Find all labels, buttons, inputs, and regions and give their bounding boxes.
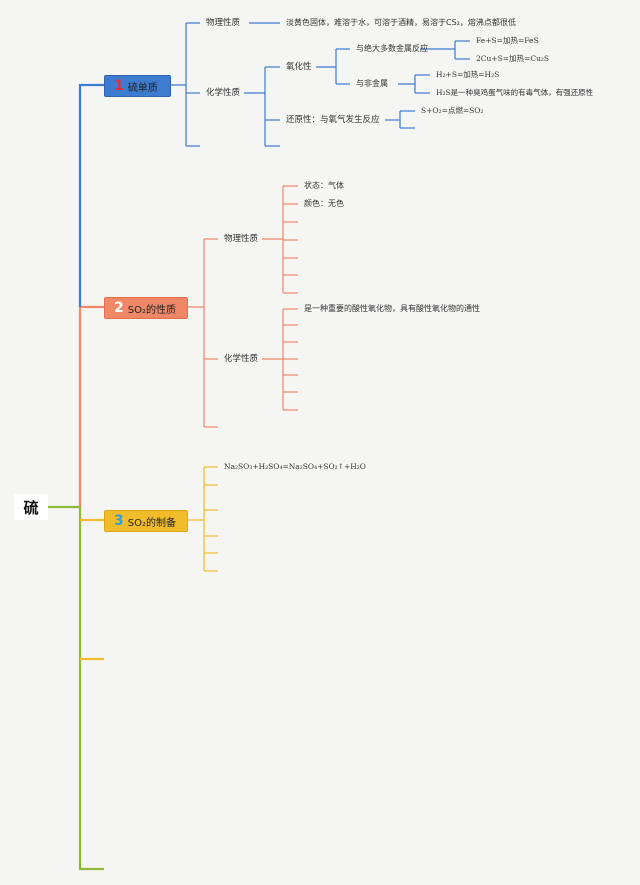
topic-sulfur-element[interactable]: 1 硫单质	[104, 75, 171, 97]
topic-number-2: 2	[114, 300, 124, 316]
root-label: 硫	[23, 498, 39, 517]
equation-fe-s[interactable]: Fe+S=加热=FeS	[476, 36, 539, 45]
topic-label: 硫单质	[127, 82, 158, 94]
subtopic-so2-chemical[interactable]: 化学性质	[224, 354, 259, 364]
equation-s-o2[interactable]: S+O₂=点燃=SO₂	[421, 106, 484, 115]
so2-state[interactable]: 状态：气体	[304, 181, 344, 190]
topic-number-3: 3	[114, 513, 124, 529]
branch2-connectors	[186, 185, 298, 428]
topic-number-1: 1	[114, 78, 124, 94]
equation-h2-s[interactable]: H₂+S=加热=H₂S	[436, 70, 500, 79]
topic-so2-properties[interactable]: 2 SO₂的性质	[104, 297, 188, 319]
subtopic-react-metals[interactable]: 与绝大多数金属反应	[356, 44, 428, 53]
h2s-description[interactable]: H₂S是一种臭鸡蛋气味的有毒气体，有强还原性	[436, 88, 594, 97]
topic-label: SO₂的性质	[127, 304, 176, 316]
subtopic-reducing[interactable]: 还原性：与氧气发生反应	[286, 115, 380, 125]
physical-properties-text[interactable]: 淡黄色固体，难溶于水，可溶于酒精，易溶于CS₂，熔沸点都很低	[286, 18, 516, 27]
subtopic-so2-physical[interactable]: 物理性质	[224, 234, 259, 244]
equation-so2-preparation[interactable]: Na₂SO₃+H₂SO₄=Na₂SO₄+SO₂↑+H₂O	[224, 462, 366, 471]
equation-cu-s[interactable]: 2Cu+S=加热=Cu₂S	[476, 54, 550, 63]
subtopic-react-nonmetals[interactable]: 与非金属	[356, 79, 388, 88]
subtopic-physical-properties[interactable]: 物理性质	[206, 18, 241, 28]
topic-so2-preparation[interactable]: 3 SO₂的制备	[104, 510, 188, 532]
subtopic-oxidizing[interactable]: 氧化性	[286, 62, 312, 72]
root-branches	[48, 83, 104, 871]
branch1-connectors	[169, 22, 470, 147]
subtopic-chemical-properties[interactable]: 化学性质	[206, 88, 241, 98]
branch3-connectors	[186, 466, 218, 572]
so2-color[interactable]: 颜色：无色	[304, 199, 344, 208]
topic-label: SO₂的制备	[127, 517, 176, 529]
so2-acidic-oxide-text[interactable]: 是一种重要的酸性氧化物，具有酸性氧化物的通性	[304, 304, 480, 313]
root-node[interactable]: 硫	[14, 494, 48, 520]
